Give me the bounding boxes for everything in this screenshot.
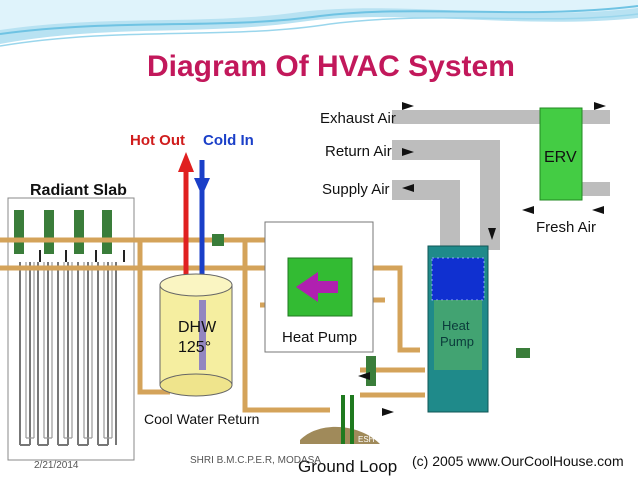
dhw-tank	[159, 273, 233, 397]
heat-pump-unit	[427, 245, 489, 413]
return-air-label: Return Air	[325, 143, 392, 160]
heat-exchanger	[264, 221, 374, 353]
radiant-slab-label: Radiant Slab	[30, 182, 127, 199]
exhaust-out-arrow-icon	[594, 102, 606, 110]
heat-pump-unit-label-line1: Heat	[442, 318, 470, 333]
ground-loop-arrow-icon	[358, 372, 370, 380]
exhaust-air-label: Exhaust Air	[320, 110, 396, 127]
valves	[212, 234, 530, 386]
copyright-label: (c) 2005 www.OurCoolHouse.com	[412, 453, 624, 469]
cool-water-return-label: Cool Water Return	[144, 411, 259, 427]
exhaust-arrow-icon	[402, 102, 414, 110]
radiant-slab	[7, 197, 135, 461]
dhw-label-line2: 125°	[178, 339, 211, 356]
small-tag: ESH	[358, 435, 375, 444]
fresh-air-in-arrow-icon	[592, 206, 604, 214]
hot-out-label: Hot Out	[130, 132, 185, 149]
ground-loop	[300, 372, 394, 444]
hot-out-arrow-icon	[178, 152, 194, 172]
supply-arrow-icon	[402, 184, 414, 192]
cold-in-label: Cold In	[203, 132, 254, 149]
erv-label: ERV	[544, 149, 577, 166]
cold-in-arrow-icon	[194, 178, 210, 196]
erv-unit	[539, 107, 583, 201]
ground-loop-out-arrow-icon	[382, 408, 394, 416]
footer-institution: SHRI B.M.C.P.E.R, MODASA	[190, 455, 321, 466]
dhw-label-line1: DHW	[178, 319, 217, 336]
heat-pump-label: Heat Pump	[282, 329, 357, 346]
down-arrow-icon	[488, 228, 496, 240]
return-arrow-icon	[402, 148, 414, 156]
slide-title: Diagram Of HVAC System	[147, 50, 515, 83]
footer-date: 2/21/2014	[34, 460, 79, 471]
supply-air-label: Supply Air	[322, 181, 390, 198]
header-waves	[0, 0, 638, 47]
fresh-air-label: Fresh Air	[536, 219, 596, 236]
duct-arrows	[402, 102, 606, 240]
heat-flow-arrow-icon	[296, 272, 338, 302]
heat-pump-unit-label-line2: Pump	[440, 334, 474, 349]
ground-loop-label: Ground Loop	[298, 457, 397, 476]
fresh-air-arrow-icon	[522, 206, 534, 214]
